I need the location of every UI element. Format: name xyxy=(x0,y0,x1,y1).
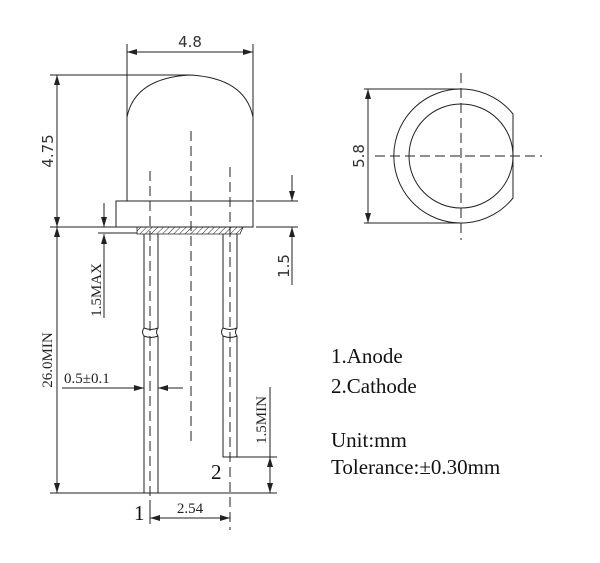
svg-text:2.54: 2.54 xyxy=(177,501,204,517)
dimension-lens-height: 4.75 xyxy=(39,74,190,228)
lead-cathode xyxy=(221,234,238,458)
unit-note: Unit:mm xyxy=(331,428,407,452)
dimension-lead-pitch: 2.54 xyxy=(149,500,230,524)
pin1-description: 1.Anode xyxy=(331,344,403,368)
dimension-lead-offset: 1.5MIN xyxy=(237,387,277,493)
dimension-standoff: 1.5MAX xyxy=(89,203,137,318)
dimension-flange-diameter: 5.8 xyxy=(350,144,368,168)
led-top-view: 5.8 xyxy=(350,73,542,240)
pin2-description: 2.Cathode xyxy=(331,374,417,398)
svg-text:1.5MAX: 1.5MAX xyxy=(89,263,105,317)
legend: 1.Anode 2.Cathode Unit:mm Tolerance:±0.3… xyxy=(331,344,500,479)
lead-anode xyxy=(142,234,159,493)
dimension-lead-length: 26.0MIN xyxy=(40,227,277,494)
pin2-label: 2 xyxy=(211,460,222,484)
dimension-lead-width: 0.5±0.1 xyxy=(62,371,183,391)
dimension-flange-height: 1.5 xyxy=(256,175,298,285)
tolerance-note: Tolerance:±0.30mm xyxy=(331,455,500,479)
svg-text:4.8: 4.8 xyxy=(178,33,202,51)
pin1-label: 1 xyxy=(134,501,145,525)
svg-text:4.75: 4.75 xyxy=(39,134,57,167)
svg-text:1.5: 1.5 xyxy=(275,254,293,278)
dimension-lens-diameter: 4.8 xyxy=(126,33,254,117)
svg-text:0.5±0.1: 0.5±0.1 xyxy=(64,371,110,387)
led-body-side-view xyxy=(115,74,254,530)
svg-text:1.5MIN: 1.5MIN xyxy=(254,396,270,444)
svg-text:26.0MIN: 26.0MIN xyxy=(40,332,56,388)
